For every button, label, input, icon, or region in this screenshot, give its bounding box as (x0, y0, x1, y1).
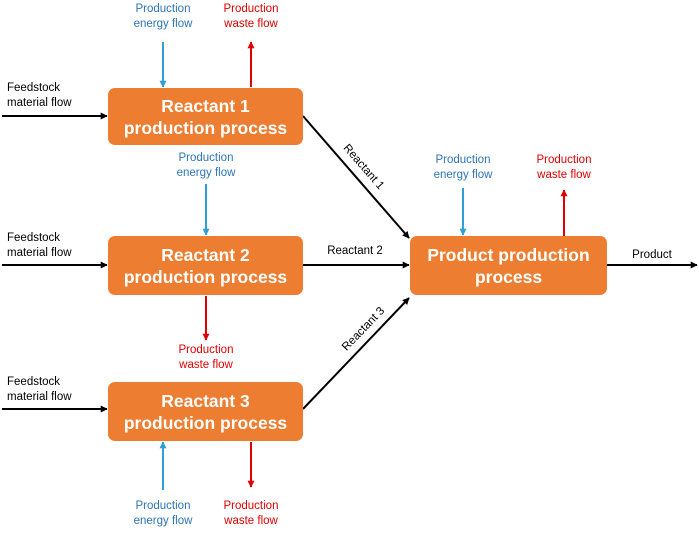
energy-label-2-line-2: energy flow (176, 167, 236, 179)
energy-label-2: Production energy flow (161, 151, 251, 181)
reactant-2-box-line-1: Reactant 2 (161, 244, 250, 265)
waste-label-product-line-2: waste flow (537, 169, 591, 181)
feedstock-label-1-line-2: material flow (7, 97, 72, 109)
energy-label-product: Production energy flow (418, 153, 508, 183)
reactant-3-box-line-2: production process (123, 412, 288, 433)
energy-label-product-line-2: energy flow (433, 169, 493, 181)
feedstock-label-3: Feedstock material flow (7, 375, 72, 405)
reactant-2-box-line-2: production process (123, 266, 288, 287)
reactant-3-arrow (302, 297, 410, 410)
waste-label-1-line-1: Production (223, 3, 279, 15)
feedstock-label-1-line-1: Feedstock (7, 82, 61, 94)
reactant-1-box-line-1: Reactant 1 (161, 95, 250, 116)
waste-label-product: Production waste flow (519, 153, 609, 183)
energy-label-product-line-1: Production (435, 154, 491, 166)
energy-label-2-line-1: Production (178, 152, 234, 164)
feedstock-label-2-line-1: Feedstock (7, 232, 61, 244)
product-box-line-2: process (474, 266, 543, 287)
energy-label-1-line-1: Production (135, 3, 191, 15)
product-box-line-1: Product production (427, 244, 590, 265)
waste-label-3-line-1: Production (223, 500, 279, 512)
reactant-2-process-box: Reactant 2 production process (108, 236, 303, 295)
waste-label-2-line-1: Production (178, 344, 234, 356)
energy-label-3-line-1: Production (135, 500, 191, 512)
energy-label-3: Production energy flow (118, 499, 208, 529)
waste-label-product-line-1: Production (536, 154, 592, 166)
waste-label-2: Production waste flow (161, 343, 251, 373)
waste-label-3: Production waste flow (206, 499, 296, 529)
feedstock-label-2-line-2: material flow (7, 247, 72, 259)
reactant-3-process-box: Reactant 3 production process (108, 382, 303, 441)
reactant-1-arrow (302, 115, 410, 239)
waste-label-2-line-2: waste flow (179, 359, 233, 371)
waste-label-3-line-2: waste flow (224, 515, 278, 527)
waste-label-1: Production waste flow (206, 2, 296, 32)
feedstock-label-2: Feedstock material flow (7, 231, 72, 261)
energy-label-1-line-2: energy flow (133, 18, 193, 30)
energy-label-1: Production energy flow (118, 2, 208, 32)
energy-label-3-line-2: energy flow (133, 515, 193, 527)
product-arrow-label: Product (632, 249, 672, 261)
feedstock-label-3-line-2: material flow (7, 391, 72, 403)
feedstock-label-3-line-1: Feedstock (7, 376, 61, 388)
feedstock-label-1: Feedstock material flow (7, 81, 72, 111)
reactant-1-process-box: Reactant 1 production process (108, 88, 303, 145)
reactant-3-box-line-1: Reactant 3 (161, 390, 250, 411)
reactant-2-arrow-label: Reactant 2 (327, 245, 383, 257)
waste-label-1-line-2: waste flow (224, 18, 278, 30)
reactant-1-box-line-2: production process (123, 117, 288, 138)
product-process-box: Product production process (410, 236, 607, 295)
